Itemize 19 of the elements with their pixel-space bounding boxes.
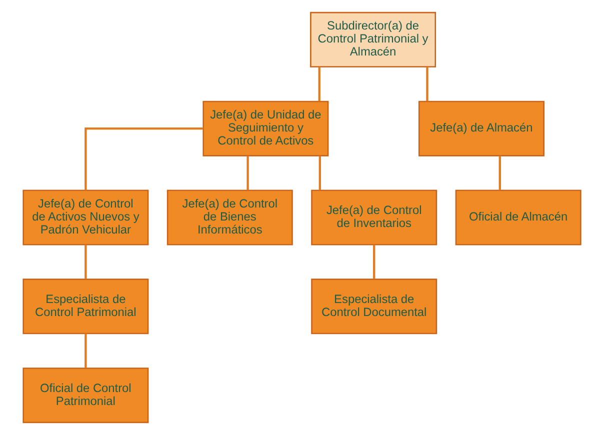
connector	[246, 156, 249, 190]
node-box: Especialista de Control Patrimonial	[22, 278, 149, 334]
connector	[84, 244, 87, 280]
node-box: Subdirector(a) de Control Patrimonial y Almacén	[310, 12, 436, 68]
node-box: Especialista de Control Documental	[311, 278, 438, 334]
connector	[498, 156, 501, 190]
connector	[84, 128, 204, 190]
node-box: Jefe(a) de Control de Inventarios	[311, 190, 438, 246]
node-box: Jefe(a) de Almacén	[418, 100, 544, 156]
node-box: Oficial de Control Patrimonial	[22, 368, 149, 424]
connector	[373, 244, 376, 280]
connector	[318, 156, 321, 190]
node-box: Jefe(a) de Control de Bienes Informáticos	[166, 190, 293, 246]
connector	[318, 66, 320, 102]
node-box: Jefe(a) de Control de Activos Nuevos y Padrón Vehicular	[22, 190, 149, 246]
node-box: Jefe(a) de Unidad de Seguimiento y Control de Activos	[202, 100, 329, 156]
connector	[84, 334, 87, 368]
connector	[426, 66, 428, 102]
node-box: Oficial de Almacén	[455, 190, 582, 246]
